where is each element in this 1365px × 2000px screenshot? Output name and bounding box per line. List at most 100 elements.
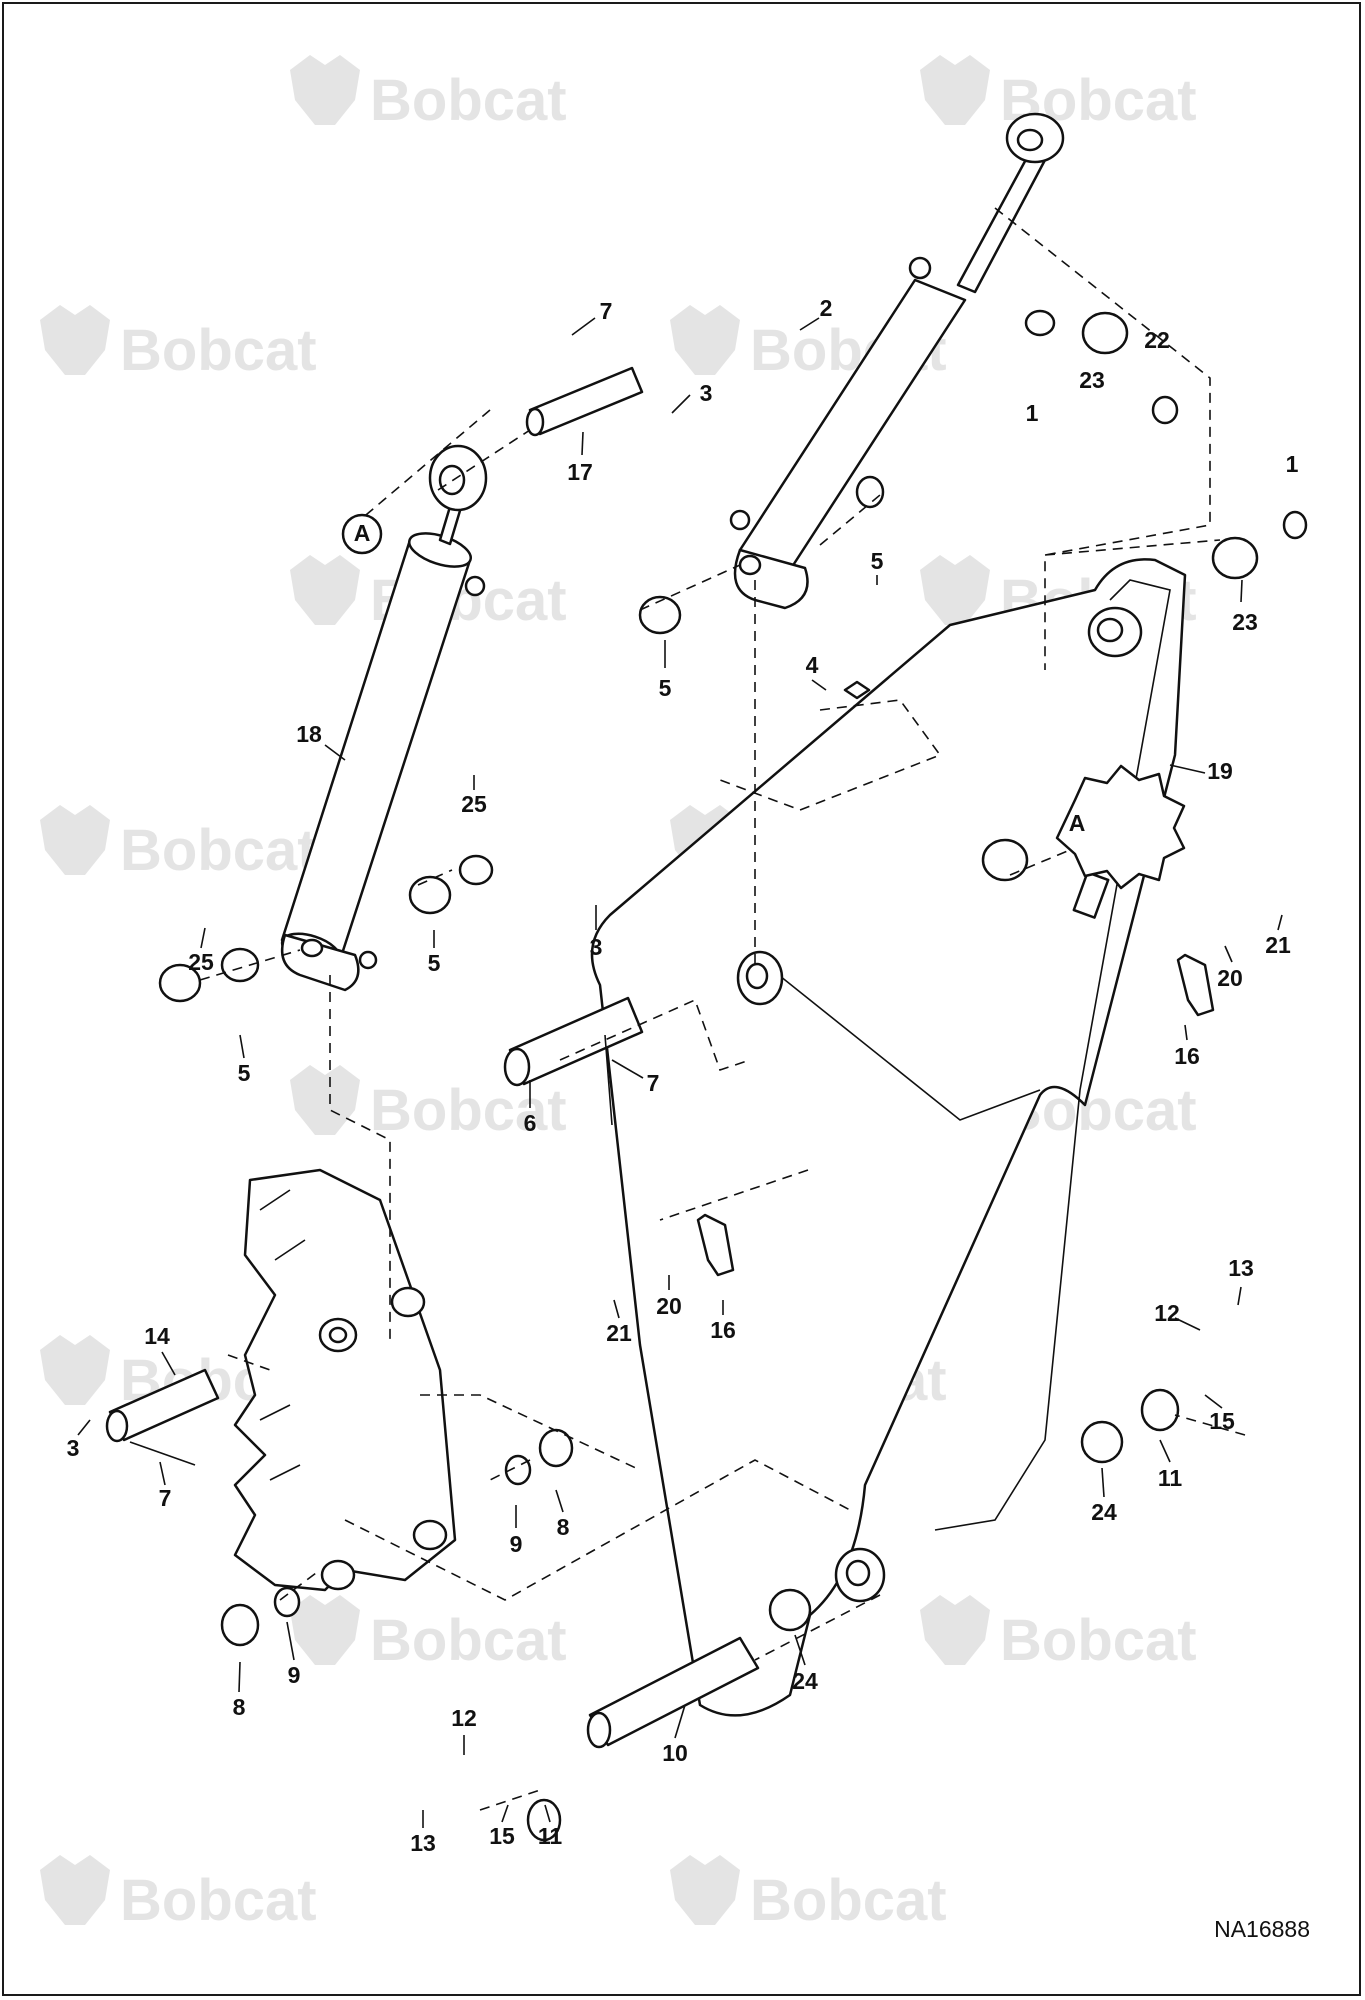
pin-part-6 [503,996,644,1126]
callout-leader-line [200,927,206,949]
watermark-tile: Bobcat [40,305,317,383]
callout-leader-line [1240,579,1243,603]
bobcat-logo-icon [920,55,990,125]
callout-number: 15 [1209,1408,1235,1434]
callout-number: 12 [1154,1300,1180,1326]
bobcat-logo-icon [920,555,990,625]
watermark-tile: Bobcat [290,55,567,133]
bobcat-logo-icon [290,555,360,625]
assembly-lines [199,207,1246,1811]
cylinder-part-2 [729,112,1065,610]
callout-leader-line [161,1351,176,1376]
bobcat-logo-icon [290,55,360,125]
callout-number: 8 [557,1514,570,1540]
pin-part-10 [586,1636,760,1749]
callout-number: 1 [1026,400,1039,426]
callout-number: 14 [144,1323,170,1349]
callout-number: 5 [871,548,884,574]
callout-number: 18 [296,721,322,747]
callout-leader-line [501,1804,509,1823]
callout-number: 9 [510,1531,523,1557]
callout-number: 19 [1207,758,1233,784]
watermark-tile: Bobcat [290,1595,567,1673]
callout-number: 24 [1091,1499,1117,1525]
callout-leader-line [1224,945,1233,963]
callout-leader-line [555,1489,564,1513]
watermark-tile: Bobcat [290,1065,567,1143]
bobcat-logo-icon [40,1855,110,1925]
svg-text:A: A [1069,810,1086,836]
callout-number: 4 [806,652,819,678]
callout-leader-line [611,1059,644,1079]
callout-leader-line [239,1034,245,1059]
callout-leader-line [571,317,596,336]
bobcat-logo-icon [670,305,740,375]
bobcat-logo-icon [40,305,110,375]
callout-leader-line [674,1704,686,1739]
callout-number: 23 [1079,367,1105,393]
watermark-tile: Bobcat [920,55,1197,133]
callout-leader-line [811,679,827,691]
callout-leader-line [238,1661,241,1693]
callout-number: 20 [1217,965,1243,991]
callout-number: 5 [428,950,441,976]
callout-leader-line [1184,1024,1188,1041]
callout-leader-line [286,1621,295,1661]
callout-leader-line [77,1419,91,1436]
callout-number: 13 [1228,1255,1254,1281]
callout-leader-line [544,1804,551,1823]
watermark-tile: Bobcat [40,805,317,883]
callout-leader-line [1277,914,1283,931]
svg-text:Bobcat: Bobcat [120,318,317,383]
pin-part-14 [105,1368,220,1466]
callout-number: 24 [792,1668,818,1694]
callout-leader-line [1237,1286,1242,1306]
svg-text:Bobcat: Bobcat [370,1078,567,1143]
callout-number: 21 [1265,932,1291,958]
drawing-number: NA16888 [1214,1916,1310,1942]
boom-part-19 [590,558,1187,1717]
callout-number: 11 [1158,1465,1183,1491]
callout-number: 25 [461,791,487,817]
bobcat-logo-icon [920,1595,990,1665]
callout-number: 20 [656,1293,682,1319]
callout-number: 13 [410,1830,436,1856]
svg-text:Bobcat: Bobcat [120,818,317,883]
cylinder-part-18 [280,444,488,992]
callout-number: 10 [662,1740,688,1766]
callout-leaders [77,317,1283,1828]
callout-leader-line [1169,764,1206,774]
callout-leader-line [581,431,584,456]
callout-number: 3 [67,1435,80,1461]
callout-number: 15 [489,1823,515,1849]
callout-leader-line [159,1461,166,1486]
callout-number: 5 [238,1060,251,1086]
callout-number: 5 [659,675,672,701]
svg-text:A: A [354,520,371,546]
callout-number: 7 [600,298,613,324]
bobcat-logo-icon [290,1595,360,1665]
callout-leader-line [324,744,346,761]
bushings-and-washers [158,309,1308,1842]
callout-number: 1 [1286,451,1299,477]
watermark-tile: Bobcat [670,1855,947,1933]
callout-number: 23 [1232,609,1258,635]
bobcat-logo-icon [40,1335,110,1405]
callout-leader-line [1174,1317,1201,1331]
callout-leader-line [794,1634,806,1666]
callout-leader-line [799,317,820,331]
bobcat-logo-icon [40,805,110,875]
callout-number: 9 [288,1662,301,1688]
callout-number: 21 [606,1320,632,1346]
pin-part-17 [525,366,644,437]
callout-leader-line [671,394,691,414]
watermark-tile: Bobcat [920,1595,1197,1673]
svg-text:Bobcat: Bobcat [1000,1608,1197,1673]
callout-number: 16 [710,1317,736,1343]
svg-text:Bobcat: Bobcat [370,68,567,133]
callout-number: 2 [820,295,833,321]
view-reference-a-cylinder: A [341,513,383,555]
